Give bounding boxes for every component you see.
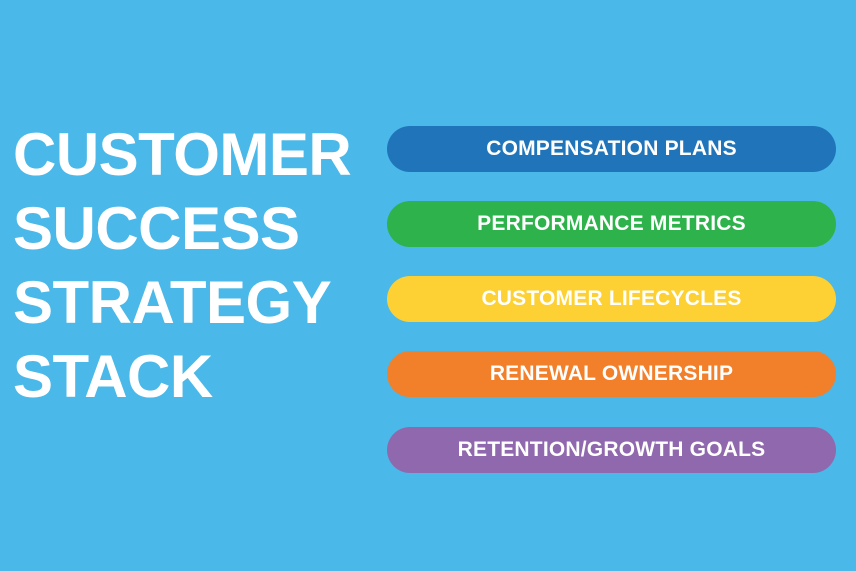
stack-item-customer-lifecycles: CUSTOMER LIFECYCLES — [387, 276, 836, 322]
title-line: CUSTOMER — [13, 121, 352, 188]
page-title: CUSTOMER SUCCESS STRATEGY STACK — [13, 118, 352, 414]
title-line: SUCCESS — [13, 195, 300, 262]
stack-item-retention-growth-goals: RETENTION/GROWTH GOALS — [387, 427, 836, 473]
stack-item-performance-metrics: PERFORMANCE METRICS — [387, 201, 836, 247]
title-line: STACK — [13, 343, 213, 410]
stack-item-compensation-plans: COMPENSATION PLANS — [387, 126, 836, 172]
title-line: STRATEGY — [13, 269, 332, 336]
stack-item-renewal-ownership: RENEWAL OWNERSHIP — [387, 351, 836, 397]
